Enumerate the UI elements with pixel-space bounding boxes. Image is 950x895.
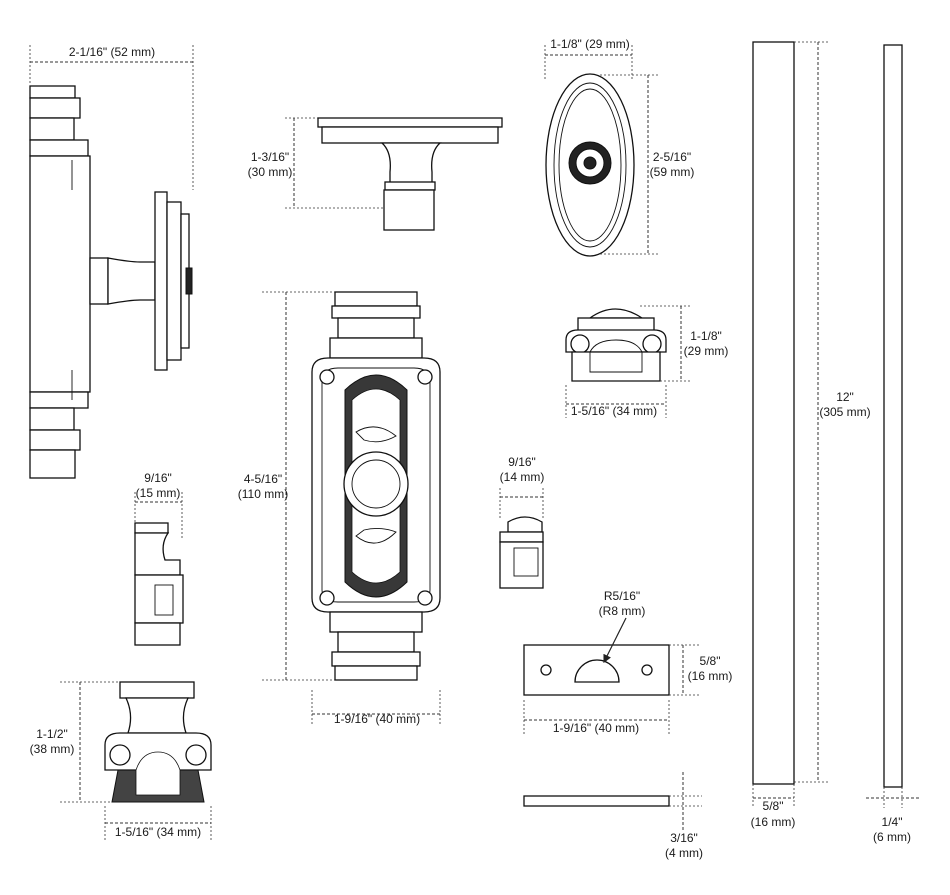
- rod-length-metric: (305 mm): [819, 405, 870, 419]
- top-width-label: 2-1/16" (52 mm): [69, 45, 155, 59]
- radius-imperial: R5/16": [604, 589, 640, 603]
- rod-length-imperial: 12": [836, 390, 854, 404]
- strike-width-label: 1-9/16" (40 mm): [553, 721, 639, 735]
- plate-height-imperial: 4-5/16": [244, 472, 282, 486]
- small-bracket-height-imperial: 1-1/8": [690, 329, 722, 343]
- knob-height-imperial: 1-3/16": [251, 150, 289, 164]
- radius-metric: (R8 mm): [599, 604, 646, 618]
- knob-view: [285, 117, 503, 231]
- rod-narrow-metric: (6 mm): [873, 830, 911, 844]
- bottom-bracket-height-imperial: 1-1/2": [36, 727, 68, 741]
- side-left-metric: (15 mm): [136, 486, 181, 500]
- strip-thickness-metric: (4 mm): [665, 846, 703, 860]
- plate-height-metric: (110 mm): [238, 487, 288, 501]
- plate-width-label: 1-9/16" (40 mm): [334, 712, 420, 726]
- side-right-imperial: 9/16": [508, 455, 536, 469]
- strike-plate: [523, 617, 700, 736]
- oval-height-metric: (59 mm): [650, 165, 695, 179]
- bottom-bracket: [60, 681, 212, 842]
- rod-wide-metric: (16 mm): [751, 815, 796, 829]
- oval-rosette: [544, 45, 660, 257]
- small-bracket: [565, 305, 690, 418]
- oval-height-imperial: 2-5/16": [653, 150, 691, 164]
- left-side-profile: [134, 492, 184, 646]
- thin-strip: [523, 772, 702, 830]
- small-bracket-width-label: 1-5/16" (34 mm): [571, 404, 657, 418]
- rod-wide-imperial: 5/8": [763, 799, 784, 813]
- small-bracket-height-metric: (29 mm): [684, 344, 729, 358]
- bolt-side-view: [29, 45, 194, 479]
- knob-height-metric: (30 mm): [248, 165, 293, 179]
- rod-narrow-imperial: 1/4": [882, 815, 903, 829]
- strip-thickness-imperial: 3/16": [670, 831, 698, 845]
- main-plate: [262, 291, 441, 726]
- side-left-imperial: 9/16": [144, 471, 172, 485]
- strike-height-metric: (16 mm): [688, 669, 733, 683]
- oval-width-label: 1-1/8" (29 mm): [550, 37, 630, 51]
- bottom-bracket-height-metric: (38 mm): [30, 742, 75, 756]
- rods: [752, 41, 920, 808]
- side-right-metric: (14 mm): [500, 470, 545, 484]
- right-side-profile: [499, 488, 544, 589]
- strike-height-imperial: 5/8": [700, 654, 721, 668]
- bottom-bracket-width-label: 1-5/16" (34 mm): [115, 825, 201, 839]
